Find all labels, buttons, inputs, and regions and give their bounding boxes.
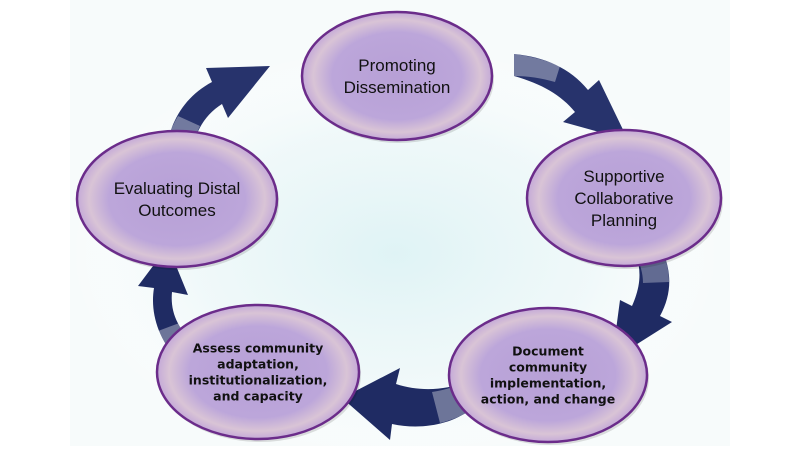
node-ellipse	[300, 10, 494, 142]
nodes-group: PromotingDisseminationSupportiveCollabor…	[75, 10, 723, 445]
node-label-line: community	[509, 359, 587, 374]
node-label-line: Document	[512, 343, 584, 358]
node-label-line: action, and change	[481, 391, 615, 406]
node-assess: Assess communityadaptation,institutional…	[155, 303, 361, 442]
node-label-line: Supportive	[583, 167, 664, 186]
node-label-line: Dissemination	[344, 78, 451, 97]
node-ellipse	[155, 303, 361, 441]
node-ellipse	[447, 306, 649, 444]
node-label-line: institutionalization,	[189, 372, 328, 387]
node-label-line: Evaluating Distal	[114, 179, 241, 198]
node-document: Documentcommunityimplementation,action, …	[447, 306, 649, 445]
node-ellipse	[525, 128, 723, 268]
node-label-line: Outcomes	[138, 201, 215, 220]
node-label-line: Collaborative	[574, 189, 673, 208]
node-label-line: and capacity	[213, 388, 303, 403]
arrow-promoting-to-supportive	[514, 54, 628, 140]
node-label-line: adaptation,	[217, 356, 299, 371]
node-ellipse	[75, 129, 279, 269]
node-label-line: implementation,	[490, 375, 606, 390]
node-label-line: Promoting	[358, 56, 435, 75]
node-label-line: Assess community	[193, 340, 324, 355]
node-label-line: Planning	[591, 211, 657, 230]
